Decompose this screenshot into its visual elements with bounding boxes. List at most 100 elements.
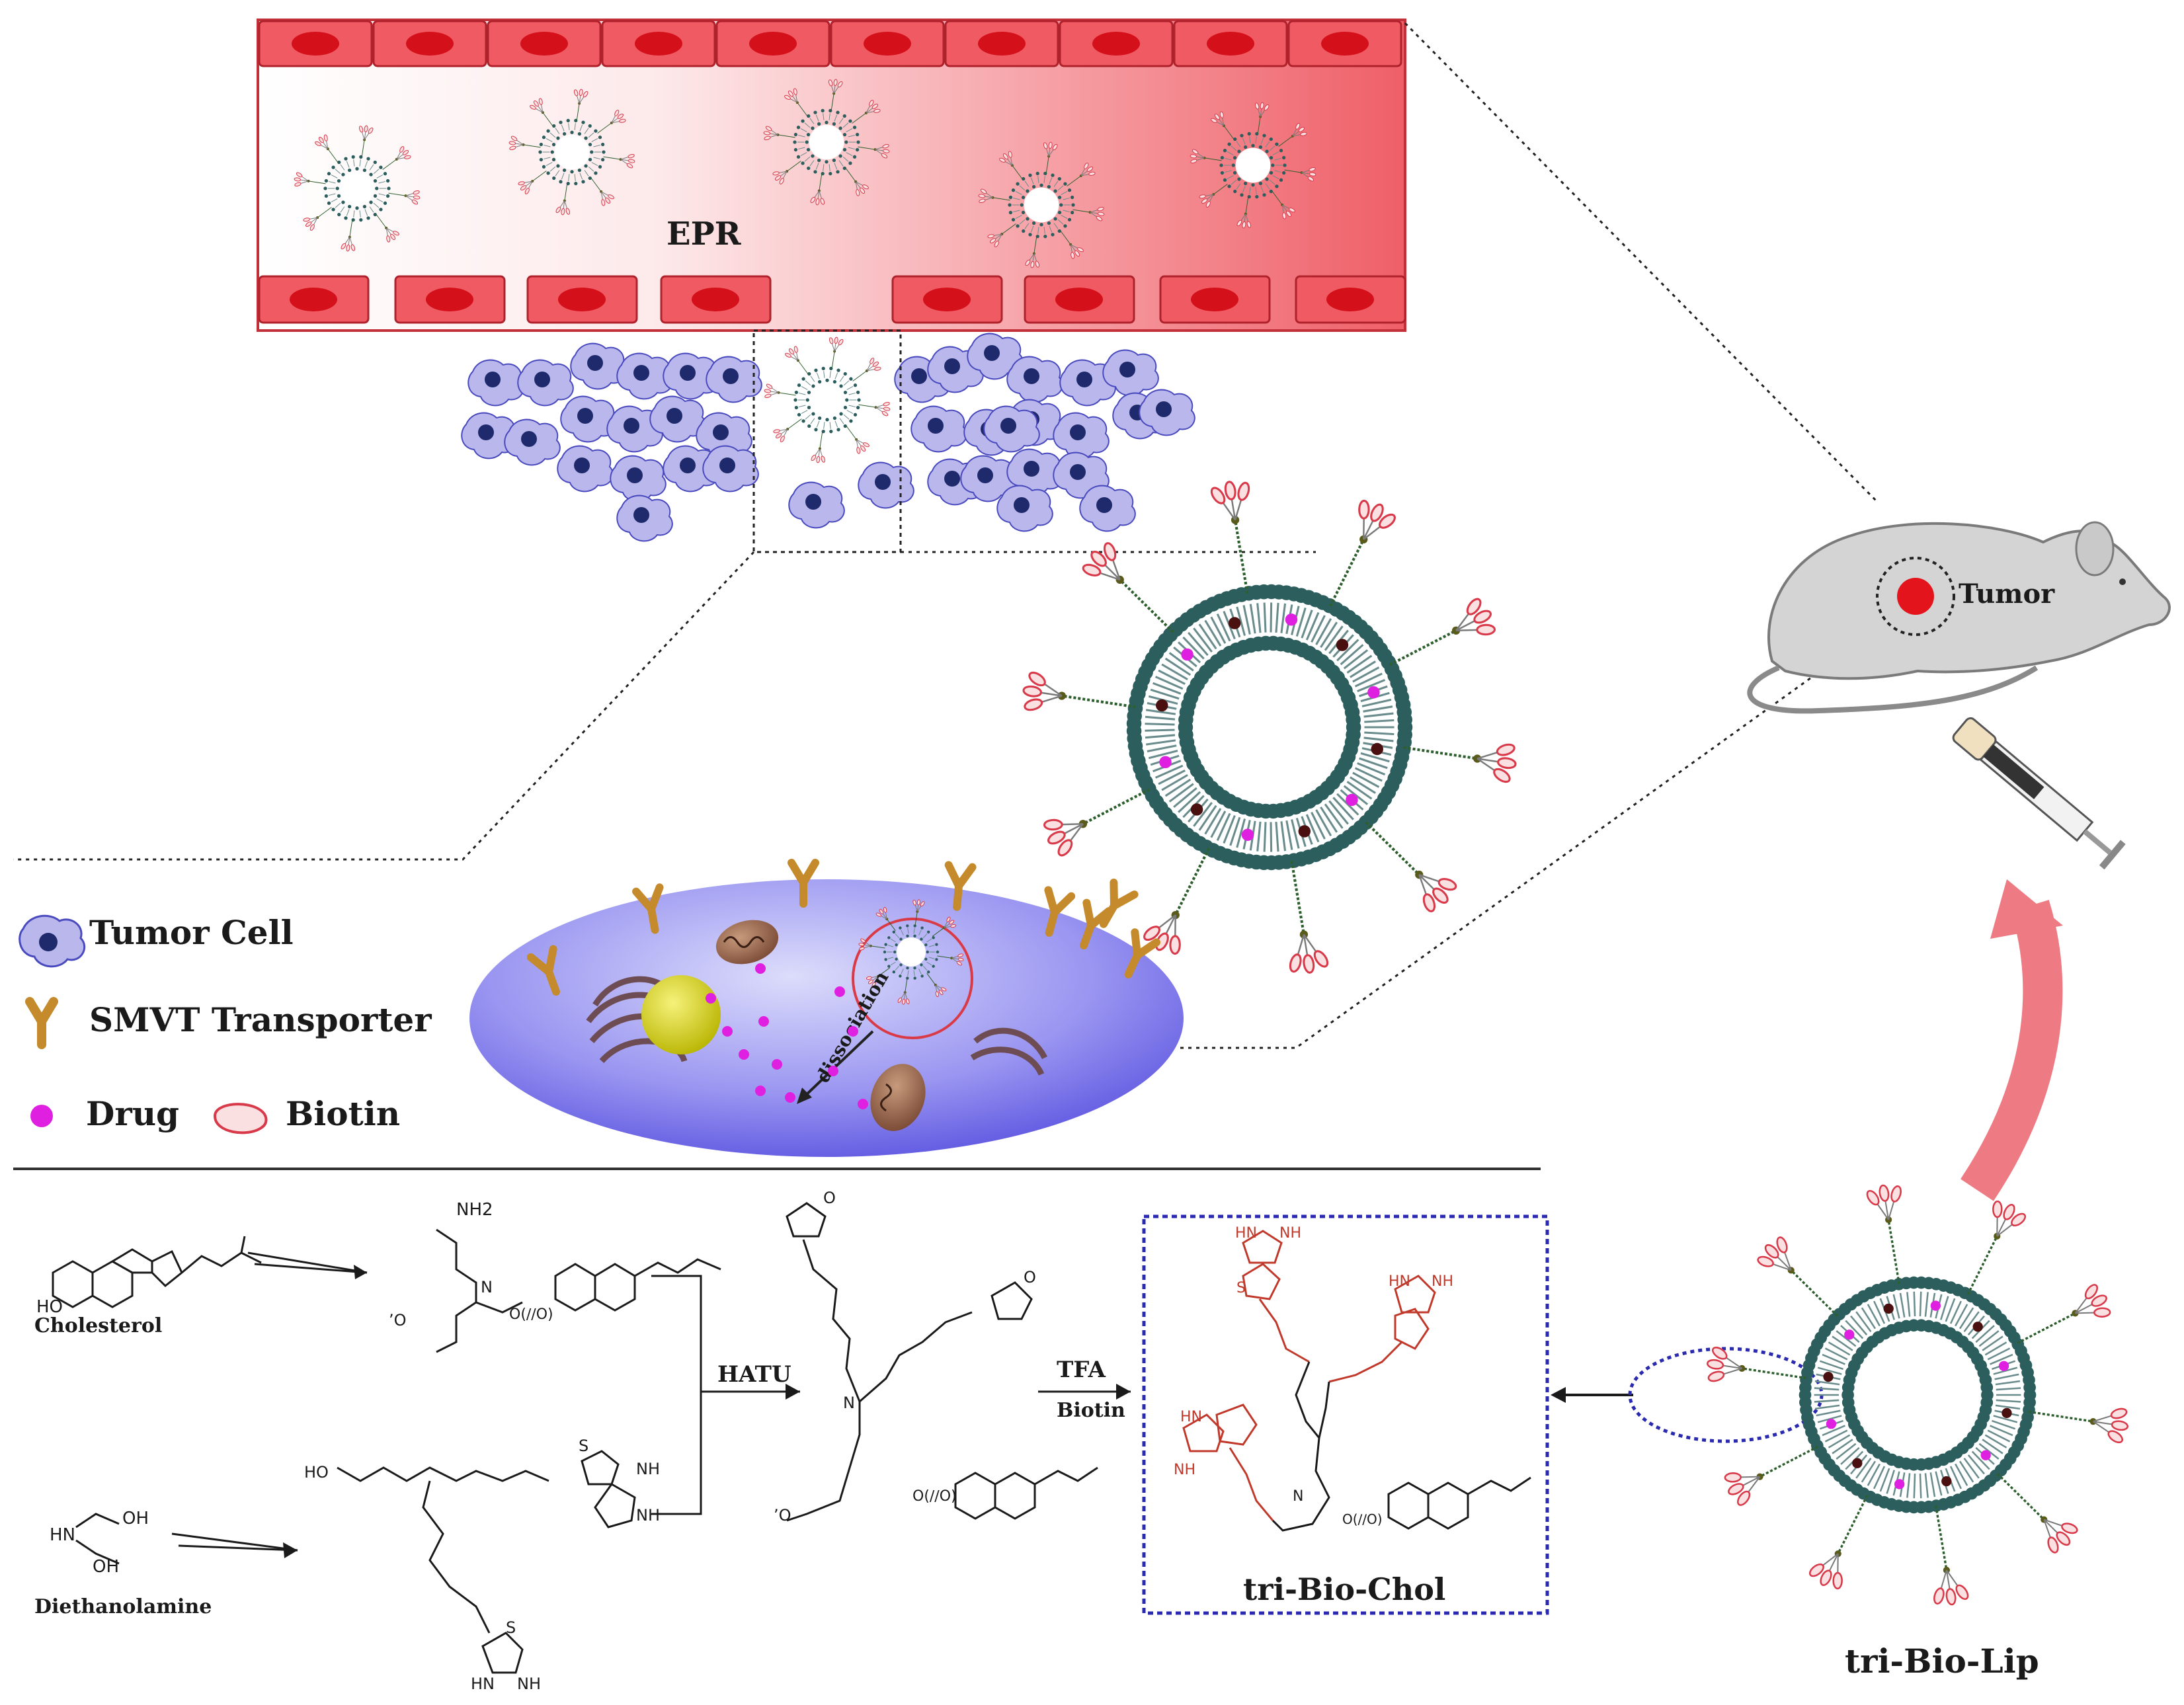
biotin-ligand: [1307, 176, 1314, 182]
peg-linker: [852, 112, 867, 124]
lipid-tail: [1814, 1404, 1840, 1410]
tri-bio-chol-hn-3: HN: [1180, 1409, 1202, 1425]
lipid-tail: [1019, 219, 1026, 225]
synthesis-scheme: HO NH2 N ’O O(∕∕O) HN OH OH: [36, 1189, 1131, 1693]
biotin-ligand: [866, 976, 872, 980]
lipid-tail: [918, 930, 922, 935]
biotin-ligand: [863, 442, 870, 448]
lipid-tail: [591, 138, 598, 142]
lipid-head: [848, 161, 852, 165]
biotin-ligand: [1724, 1472, 1742, 1483]
lipid-tail: [1275, 822, 1279, 852]
biotin-ligand: [533, 100, 539, 107]
mitochondrion-top: [715, 920, 779, 965]
lipid-head: [825, 160, 829, 164]
lipid-head: [829, 430, 833, 434]
lipid-tail: [1828, 1434, 1851, 1448]
tri-bio-chol-s-1: S: [1236, 1280, 1246, 1296]
lipid-head: [577, 132, 582, 136]
lipid-tail: [887, 957, 894, 959]
peg-linker: [1389, 629, 1457, 666]
lipid-head: [852, 155, 857, 159]
lipid-tail: [1223, 814, 1236, 844]
lipid-head: [811, 412, 815, 416]
lipid-tail: [1995, 1380, 2021, 1386]
smvt-transporter: [1100, 879, 1139, 928]
lipid-tail: [1913, 1473, 1916, 1499]
lipid-tail: [834, 372, 838, 379]
lipid-tail: [1311, 615, 1326, 643]
biotin-ligand: [1237, 481, 1250, 501]
smvt-transporter: [1044, 886, 1076, 937]
lipid-head: [1247, 132, 1251, 136]
lipid-tail: [1049, 177, 1053, 184]
lipid-head: [1243, 181, 1248, 186]
biotin-ligand: [860, 187, 866, 194]
lipid-tail: [1024, 180, 1030, 187]
biotin-ligand: [413, 190, 420, 195]
endothelial-nucleus: [923, 288, 971, 311]
lipid-head: [369, 200, 373, 204]
lipid-head: [559, 120, 563, 124]
biotin-ligand: [882, 149, 890, 153]
peg-linker: [1837, 1495, 1869, 1554]
lipid-tail: [1274, 170, 1281, 173]
liposome: [1190, 102, 1316, 229]
lipid-head: [355, 206, 359, 210]
peg-linker: [308, 180, 326, 184]
lipid-tail: [907, 928, 909, 934]
biotin-ligand: [1711, 1346, 1728, 1360]
intermediate-3-boc: ’O: [774, 1506, 791, 1525]
lipid-head: [1057, 210, 1062, 215]
lipid-tail: [1816, 1409, 1841, 1417]
lipid-tail: [1280, 603, 1287, 633]
lipid-tail: [1867, 1304, 1881, 1327]
lipid-head: [539, 142, 544, 147]
lipid-head: [341, 173, 345, 177]
lipid-tail: [1328, 800, 1349, 825]
biotin-ligand: [315, 141, 321, 146]
lipid-tail: [1855, 1458, 1872, 1479]
lipid-tail: [1275, 602, 1279, 633]
biotin-ligand: [386, 235, 391, 243]
lipid-head: [588, 142, 592, 147]
lipid-head: [362, 204, 367, 209]
tri-bio-chol-structure: [1182, 1230, 1531, 1532]
biotin-ligand: [1205, 201, 1211, 208]
biotin-ligand: [1466, 598, 1482, 615]
drug-dot: [1930, 1300, 1941, 1311]
biotin-ligand: [882, 143, 889, 149]
biotin-ligand: [1201, 198, 1208, 204]
lipid-tail: [1913, 1291, 1916, 1317]
endothelial-nucleus: [290, 288, 337, 311]
liposome-core: [1855, 1333, 1980, 1457]
lipid-head: [383, 201, 387, 205]
lipid-head: [1016, 182, 1020, 186]
lipid-head: [899, 926, 902, 930]
lipid-tail: [1324, 803, 1344, 829]
lipid-tail: [1855, 1311, 1872, 1332]
lipid-tail: [1955, 1304, 1968, 1327]
biotin-ligand: [871, 982, 876, 988]
peg-linker: [1966, 1236, 1998, 1295]
biotin-ligand: [1084, 163, 1089, 169]
legend-biotin: Biotin: [213, 1094, 400, 1134]
lipid-tail: [364, 209, 368, 216]
lipid-head: [913, 924, 916, 928]
lipid-head: [832, 158, 836, 163]
lipid-tail: [335, 169, 341, 175]
lipid-head: [821, 366, 825, 370]
biotin-ligand: [860, 938, 866, 943]
lipid-tail: [1993, 1415, 2018, 1423]
lipid-tail: [1263, 822, 1267, 852]
lipid-head: [1026, 189, 1030, 193]
biotin-ligand: [1242, 221, 1246, 229]
lipid-head: [355, 167, 359, 171]
peg-linker: [1759, 1445, 1818, 1478]
biotin-ligand: [987, 234, 994, 239]
biotin-ligand: [1190, 154, 1197, 159]
lipid-tail: [1057, 185, 1064, 191]
lipid-tail: [799, 392, 806, 395]
biotin-ligand: [608, 194, 614, 200]
lipid-head: [884, 943, 887, 946]
